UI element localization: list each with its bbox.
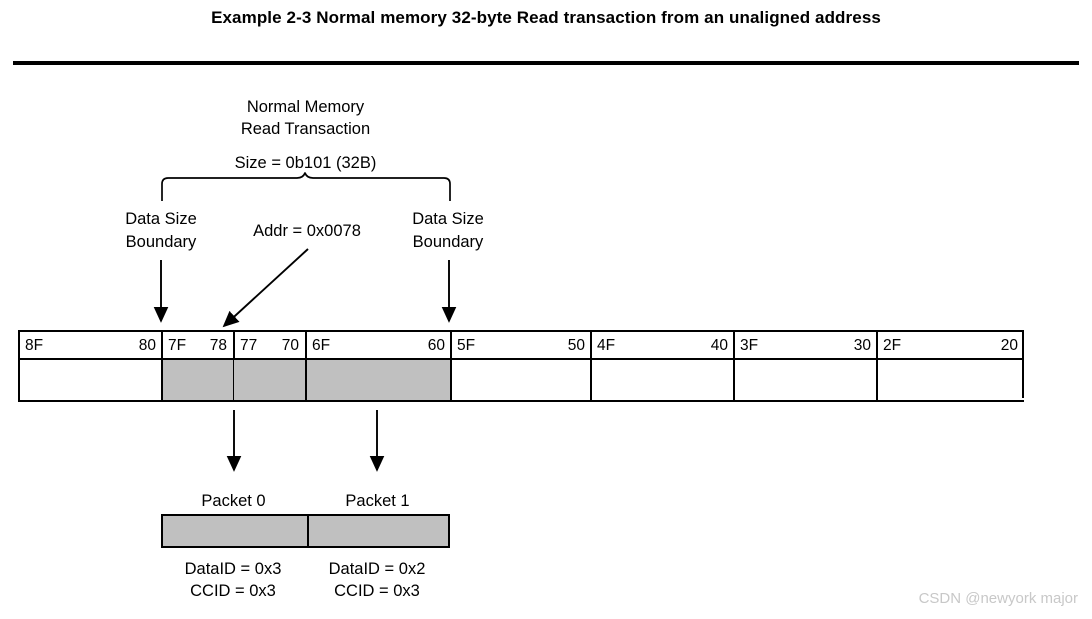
memory-label-high: 3F xyxy=(740,337,759,354)
packet-1-data-id: DataID = 0x2 xyxy=(328,560,426,578)
memory-label-2F-20: 2F 20 xyxy=(876,332,1023,360)
memory-label-high: 77 xyxy=(240,337,258,354)
memory-cell-3F-30 xyxy=(733,360,876,400)
title-divider xyxy=(13,61,1079,65)
memory-label-high: 8F xyxy=(25,337,44,354)
memory-cell-77-70 xyxy=(233,360,305,400)
memory-label-low: 20 xyxy=(1000,337,1018,354)
memory-label-high: 5F xyxy=(457,337,476,354)
memory-map-cell-row xyxy=(18,358,1024,402)
transaction-caption-line2: Read Transaction xyxy=(240,120,371,138)
memory-cell-8F-80 xyxy=(18,360,161,400)
memory-label-8F-80: 8F 80 xyxy=(18,332,161,360)
packet-0-ccid: CCID = 0x3 xyxy=(190,582,276,600)
memory-cell-5F-50 xyxy=(450,360,590,400)
watermark: CSDN @newyork major xyxy=(918,590,1078,607)
memory-label-4F-40: 4F 40 xyxy=(590,332,733,360)
address-pointer-arrow xyxy=(222,248,309,328)
data-size-boundary-right-label: Data Size Boundary xyxy=(373,208,523,254)
memory-cell-2F-20 xyxy=(876,360,1023,400)
memory-label-low: 78 xyxy=(209,337,227,354)
boundary-left-line1: Data Size xyxy=(125,210,197,228)
memory-label-7F-78: 7F 78 xyxy=(161,332,233,360)
boundary-right-line2: Boundary xyxy=(412,233,484,251)
memory-label-77-70: 77 70 xyxy=(233,332,305,360)
memory-cell-7F-78 xyxy=(161,360,233,400)
packet-1-ccid: CCID = 0x3 xyxy=(334,582,420,600)
transaction-span-brace xyxy=(155,172,457,207)
boundary-left-line2: Boundary xyxy=(125,233,197,251)
boundary-right-line1: Data Size xyxy=(412,210,484,228)
memory-label-low: 70 xyxy=(281,337,299,354)
memory-map-label-row: 8F 80 7F 78 77 70 6F 60 5F 50 4F 40 3F 30 2F 20 xyxy=(18,330,1024,360)
memory-label-low: 30 xyxy=(853,337,871,354)
packet-0-title: Packet 0 xyxy=(201,492,266,510)
memory-cell-6F-60 xyxy=(305,360,450,400)
memory-label-high: 6F xyxy=(312,337,331,354)
transaction-caption-line1: Normal Memory xyxy=(246,98,365,116)
memory-label-high: 7F xyxy=(168,337,187,354)
memory-label-low: 80 xyxy=(138,337,156,354)
packet-0-metadata: DataID = 0x3 CCID = 0x3 xyxy=(158,558,308,602)
address-label: Addr = 0x0078 xyxy=(253,222,361,240)
memory-label-low: 50 xyxy=(567,337,585,354)
memory-label-5F-50: 5F 50 xyxy=(450,332,590,360)
packet-0-data-id: DataID = 0x3 xyxy=(184,560,282,578)
memory-label-low: 40 xyxy=(710,337,728,354)
transaction-caption: Normal Memory Read Transaction xyxy=(161,96,450,140)
packet-box-divider xyxy=(307,516,309,546)
memory-map-right-edge xyxy=(1022,330,1024,398)
memory-label-high: 2F xyxy=(883,337,902,354)
packet-1-metadata: DataID = 0x2 CCID = 0x3 xyxy=(302,558,452,602)
memory-label-3F-30: 3F 30 xyxy=(733,332,876,360)
transaction-size-label: Size = 0b101 (32B) xyxy=(234,154,377,172)
packet-1-title: Packet 1 xyxy=(345,492,410,510)
memory-label-6F-60: 6F 60 xyxy=(305,332,450,360)
memory-label-low: 60 xyxy=(427,337,445,354)
memory-label-high: 4F xyxy=(597,337,616,354)
page-title: Example 2-3 Normal memory 32-byte Read t… xyxy=(211,8,881,27)
memory-map: 8F 80 7F 78 77 70 6F 60 5F 50 4F 40 3F 30 2F 20 xyxy=(18,330,1024,402)
packet-box xyxy=(161,514,450,548)
memory-cell-4F-40 xyxy=(590,360,733,400)
data-size-boundary-left-label: Data Size Boundary xyxy=(86,208,236,254)
